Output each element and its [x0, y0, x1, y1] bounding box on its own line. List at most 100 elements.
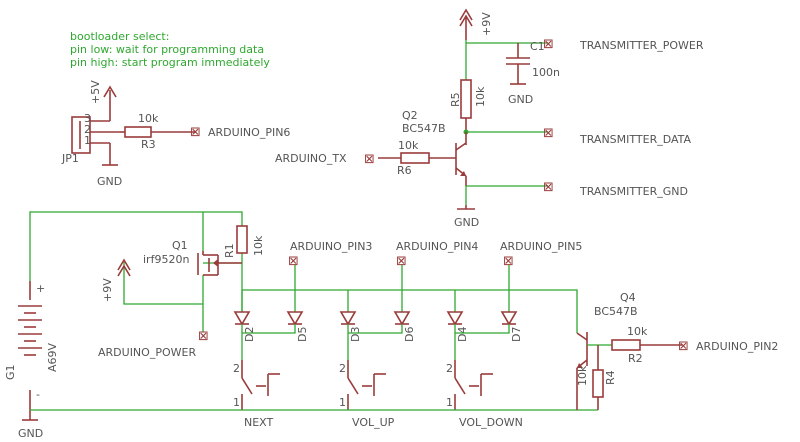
net-arduino-power-label: ARDUINO_POWER — [98, 346, 196, 359]
q2-value: BC547B — [402, 122, 446, 135]
r6-value: 10k — [398, 139, 419, 152]
q4-value: BC547B — [594, 305, 638, 318]
supply-9v-top-symbol: +9V — [459, 8, 493, 40]
d5-name: D5 — [296, 327, 309, 342]
resistor-r2: 10k R2 — [611, 325, 682, 365]
supply-9v-left-symbol: +9V — [101, 258, 131, 302]
net-transmitter-data-label: TRANSMITTER_DATA — [579, 133, 692, 146]
net-arduino-pin4: ARDUINO_PIN4 ⊠ — [396, 240, 478, 269]
resistor-r1: R1 10k — [223, 225, 265, 258]
net-arduino-power: ⊠ ARDUINO_POWER — [98, 329, 209, 359]
supply-5v-symbol: +5V — [89, 80, 117, 121]
battery-value: A69V — [46, 342, 59, 372]
diode-d2: D2 — [233, 290, 256, 360]
transistor-q1: Q1 irf9520n — [143, 239, 242, 276]
net-transmitter-gnd: ⊠ TRANSMITTER_GND — [543, 180, 688, 198]
jumper-jp1: 3 2 1 JP1 — [61, 112, 120, 165]
q2-name: Q2 — [402, 109, 418, 122]
gnd-jp1-symbol: GND — [97, 143, 122, 188]
d3-name: D3 — [349, 327, 362, 342]
net-arduino-pin3-label: ARDUINO_PIN3 — [290, 240, 372, 253]
r2-value: 10k — [627, 325, 648, 338]
r4-value: 10k — [576, 365, 589, 386]
gnd-q2-label: GND — [454, 216, 479, 229]
r5-value: 10k — [474, 86, 487, 107]
transistor-q2: Q2 BC547B — [402, 109, 467, 186]
supply-9v-left-label: +9V — [101, 278, 114, 302]
net-transmitter-gnd-label: TRANSMITTER_GND — [579, 185, 688, 198]
net-arduino-tx-label: ARDUINO_TX — [275, 152, 347, 165]
net-transmitter-data: ⊠ TRANSMITTER_DATA — [543, 126, 692, 146]
vol-up-pin2: 2 — [339, 362, 346, 375]
note-line-2: pin low: wait for programming data — [70, 43, 264, 56]
button-next: 2 1 NEXT — [233, 360, 280, 429]
q1-value: irf9520n — [143, 253, 189, 266]
r6-name: R6 — [397, 164, 412, 177]
vol-up-pin1: 1 — [339, 396, 346, 409]
next-pin1: 1 — [233, 396, 240, 409]
connector-x-icon: ⊠ — [543, 37, 554, 52]
button-vol-up: 2 1 VOL_UP — [339, 360, 395, 429]
resistor-r5: R5 10k — [449, 79, 487, 132]
connector-x-icon: ⊠ — [543, 126, 554, 141]
net-arduino-pin2: ⊠ ARDUINO_PIN2 — [678, 339, 778, 354]
jp1-pin3: 3 — [84, 112, 91, 125]
vol-down-pin1: 1 — [446, 396, 453, 409]
gnd-c1-label: GND — [508, 93, 533, 106]
q1-name: Q1 — [172, 239, 188, 252]
q4-name: Q4 — [620, 291, 636, 304]
vol-down-label: VOL_DOWN — [459, 416, 523, 429]
r5-name: R5 — [449, 92, 462, 107]
button-vol-down: 2 1 VOL_DOWN — [446, 360, 523, 429]
d4-name: D4 — [456, 327, 469, 342]
capacitor-c1: C1 100n GND — [506, 40, 560, 106]
net-arduino-pin4-label: ARDUINO_PIN4 — [396, 240, 478, 253]
net-arduino-pin5-label: ARDUINO_PIN5 — [500, 240, 582, 253]
diode-d4: D4 — [446, 290, 469, 360]
d2-name: D2 — [243, 327, 256, 342]
net-arduino-pin2-label: ARDUINO_PIN2 — [696, 340, 778, 353]
battery-plus: + — [36, 282, 45, 295]
r4-name: R4 — [604, 370, 617, 385]
jp1-name: JP1 — [61, 152, 79, 165]
supply-5v-label: +5V — [89, 80, 102, 104]
r2-name: R2 — [628, 352, 643, 365]
c1-name: C1 — [530, 40, 545, 53]
connector-x-icon: ⊠ — [288, 254, 299, 269]
net-arduino-pin5: ARDUINO_PIN5 ⊠ — [500, 240, 582, 269]
diode-d5: D5 — [242, 265, 309, 342]
connector-x-icon: ⊠ — [678, 339, 689, 354]
resistor-r4: 10k R4 — [576, 345, 617, 410]
battery-g1: + - G1 A69V — [4, 281, 59, 410]
connector-x-icon: ⊠ — [503, 254, 514, 269]
note-line-1: bootloader select: — [70, 30, 169, 43]
gnd-jp1-label: GND — [97, 175, 122, 188]
jp1-pin1: 1 — [84, 134, 91, 147]
net-arduino-tx: ARDUINO_TX ⊠ — [275, 152, 375, 167]
supply-9v-top-label: +9V — [480, 12, 493, 36]
net-arduino-pin6-label: ARDUINO_PIN6 — [208, 126, 290, 139]
connector-x-icon: ⊠ — [198, 329, 209, 344]
net-transmitter-power-label: TRANSMITTER_POWER — [579, 39, 704, 52]
diode-d3: D3 — [339, 290, 362, 360]
connector-x-icon: ⊠ — [396, 254, 407, 269]
r3-value: 10k — [138, 112, 159, 125]
net-transmitter-power: ⊠ TRANSMITTER_POWER — [543, 37, 704, 52]
resistor-r6: 10k R6 — [378, 139, 456, 177]
next-pin2: 2 — [233, 362, 240, 375]
jp1-pin2: 2 — [84, 123, 91, 136]
battery-minus: - — [36, 388, 40, 401]
d7-name: D7 — [510, 327, 523, 342]
net-arduino-pin6: ⊠ ARDUINO_PIN6 — [190, 125, 290, 140]
vol-down-pin2: 2 — [446, 362, 453, 375]
r1-name: R1 — [223, 243, 236, 258]
battery-name: G1 — [4, 364, 17, 380]
r1-value: 10k — [252, 235, 265, 256]
resistor-r3: 10k R3 — [120, 112, 196, 151]
gnd-battery-label: GND — [18, 427, 43, 440]
transistor-q4: Q4 BC547B — [576, 291, 638, 410]
net-arduino-pin3: ARDUINO_PIN3 ⊠ — [288, 240, 372, 269]
connector-x-icon: ⊠ — [364, 152, 375, 167]
d6-name: D6 — [403, 327, 416, 342]
